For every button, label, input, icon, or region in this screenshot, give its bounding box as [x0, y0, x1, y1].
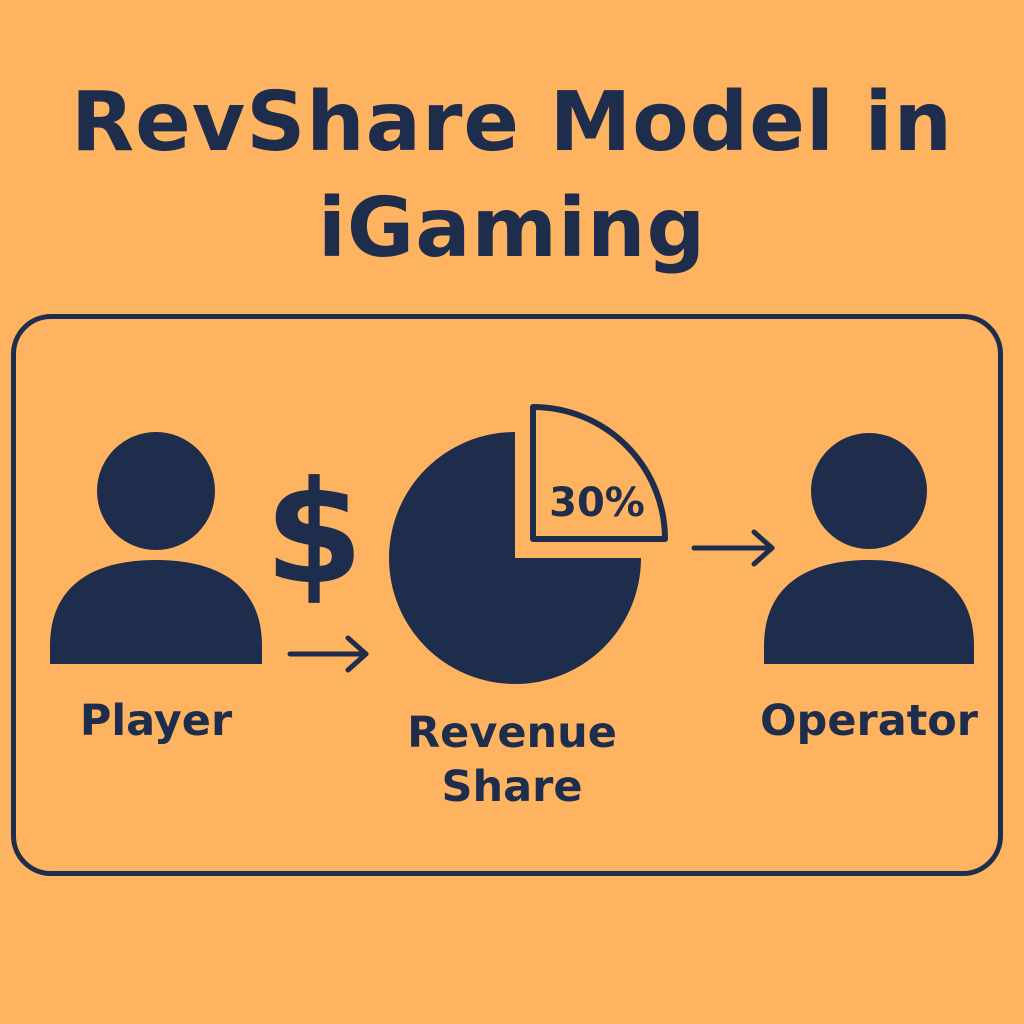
- arrow-right-icon: [287, 635, 369, 673]
- pie-main-slice: [389, 432, 641, 684]
- arrow-right-icon: [691, 529, 775, 567]
- player-label: Player: [79, 696, 233, 746]
- diagram-frame: [11, 314, 1003, 876]
- revenue-share-label: Revenue Share: [382, 706, 642, 814]
- operator-label: Operator: [759, 696, 979, 746]
- share-percent-label: 30%: [549, 480, 645, 526]
- revenue-share-label-line-1: Revenue: [407, 708, 617, 758]
- pie-chart-icon: [389, 404, 668, 684]
- title-line-1: RevShare Model in: [71, 75, 953, 170]
- page-title: RevShare Model in iGaming: [0, 70, 1024, 282]
- revenue-share-label-line-2: Share: [441, 762, 583, 812]
- title-line-2: iGaming: [317, 181, 707, 276]
- pie-share-slice: [530, 404, 668, 542]
- operator-user-icon: [764, 433, 974, 664]
- dollar-icon: $: [264, 451, 364, 616]
- player-user-icon: [50, 432, 262, 664]
